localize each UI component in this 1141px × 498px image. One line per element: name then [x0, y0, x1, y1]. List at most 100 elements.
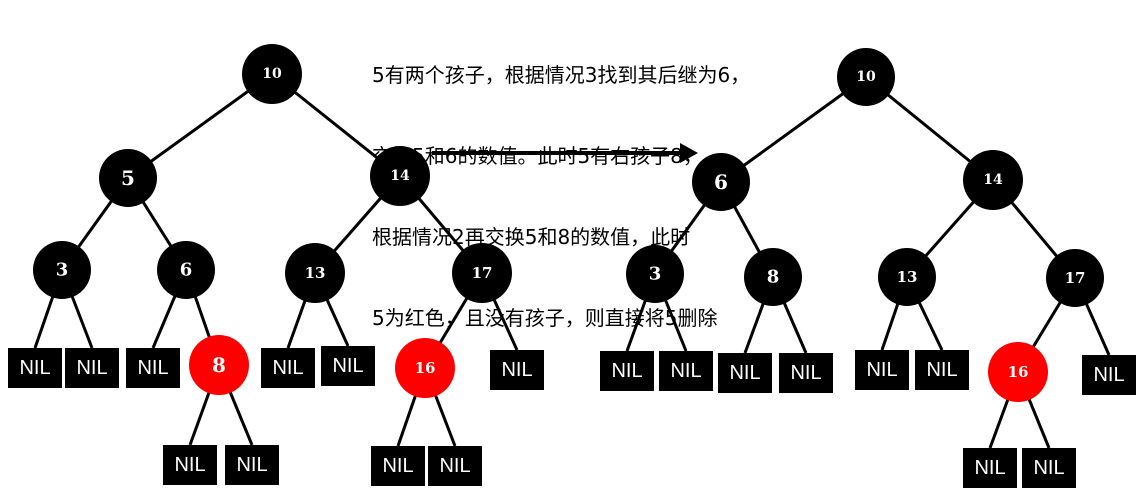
nil-label: NIL [670, 360, 701, 382]
black-node-14: 14 [370, 146, 430, 206]
nil-leaf: NIL [371, 446, 425, 486]
nil-leaf: NIL [915, 350, 969, 390]
node-label: 10 [856, 69, 876, 85]
nil-box [1082, 355, 1136, 395]
nil-leaf: NIL [428, 446, 482, 486]
nil-box [321, 346, 375, 386]
transition-arrow-head [680, 143, 698, 163]
node-circle [1046, 249, 1104, 307]
tree-edge [720, 75, 867, 184]
nil-label: NIL [272, 357, 303, 379]
nil-leaf: NIL [963, 448, 1017, 488]
black-node-3: 3 [33, 241, 91, 299]
nil-label: NIL [137, 357, 168, 379]
nil-label: NIL [332, 355, 363, 377]
nil-box [126, 348, 180, 388]
nil-label: NIL [236, 454, 267, 476]
node-label: 13 [305, 264, 326, 282]
nil-label: NIL [974, 457, 1005, 479]
black-node-6: 6 [692, 153, 750, 211]
nil-box [8, 348, 62, 388]
nil-label: NIL [790, 362, 821, 384]
nil-box [225, 445, 279, 485]
node-circle [395, 338, 455, 398]
nil-box [779, 353, 833, 393]
node-circle [988, 342, 1048, 402]
node-label: 5 [121, 166, 135, 190]
black-node-17: 17 [1046, 249, 1104, 307]
node-label: 3 [56, 260, 69, 281]
node-label: 3 [649, 264, 662, 285]
node-label: 6 [714, 170, 728, 194]
nil-label: NIL [174, 454, 205, 476]
red-node-16: 16 [395, 338, 455, 398]
nil-box [855, 350, 909, 390]
node-label: 17 [1065, 269, 1086, 287]
nil-label: NIL [439, 455, 470, 477]
nil-label: NIL [866, 359, 897, 381]
nil-box [261, 348, 315, 388]
red-node-16: 16 [988, 342, 1048, 402]
nil-box [371, 446, 425, 486]
node-label: 13 [897, 268, 918, 286]
black-node-17: 17 [452, 243, 512, 303]
nil-leaf: NIL [8, 348, 62, 388]
nil-leaf: NIL [718, 353, 772, 393]
nil-label: NIL [729, 362, 760, 384]
black-node-13: 13 [878, 248, 936, 306]
red-node-8: 8 [189, 335, 249, 395]
nil-leaf: NIL [659, 351, 713, 391]
nil-box [163, 445, 217, 485]
black-node-5: 5 [99, 149, 157, 207]
nil-leaf: NIL [855, 350, 909, 390]
caption-line: 交换5和6的数值。此时5有右孩子8， [372, 144, 703, 168]
nil-leaf: NIL [163, 445, 217, 485]
nil-leaf: NIL [225, 445, 279, 485]
node-circle [33, 241, 91, 299]
explanation-caption: 5有两个孩子，根据情况3找到其后继为6， 交换5和6的数值。此时5有右孩子8， … [372, 8, 842, 359]
nil-label: NIL [19, 357, 50, 379]
nil-box [718, 353, 772, 393]
nil-box [963, 448, 1017, 488]
nil-box [600, 351, 654, 391]
black-node-10: 10 [837, 48, 895, 106]
black-node-8: 8 [744, 248, 802, 306]
node-label: 14 [983, 172, 1003, 188]
node-circle [692, 153, 750, 211]
black-node-6: 6 [157, 241, 215, 299]
nil-leaf: NIL [1022, 448, 1076, 488]
node-label: 8 [767, 267, 780, 288]
nil-box [1022, 448, 1076, 488]
caption-line: 根据情况2再交换5和8的数值，此时 [372, 225, 691, 249]
nil-leaf: NIL [65, 348, 119, 388]
node-circle [285, 243, 345, 303]
node-circle [99, 149, 157, 207]
nil-label: NIL [382, 455, 413, 477]
nil-label: NIL [1033, 457, 1064, 479]
black-node-3: 3 [626, 245, 684, 303]
node-circle [242, 44, 302, 104]
node-circle [744, 248, 802, 306]
nil-leaf: NIL [261, 348, 315, 388]
nil-leaf: NIL [779, 353, 833, 393]
node-circle [963, 150, 1023, 210]
node-label: 14 [390, 168, 410, 184]
node-label: 10 [262, 66, 282, 82]
nil-box [428, 446, 482, 486]
nil-label: NIL [501, 359, 532, 381]
node-label: 6 [180, 260, 193, 281]
nil-label: NIL [611, 360, 642, 382]
nil-leaf: NIL [1082, 355, 1136, 395]
node-circle [626, 245, 684, 303]
node-label: 8 [212, 353, 226, 377]
caption-line: 5为红色，且没有孩子，则直接将5删除 [372, 306, 718, 330]
nil-box [915, 350, 969, 390]
nil-label: NIL [76, 357, 107, 379]
nil-leaf: NIL [321, 346, 375, 386]
nil-box [659, 351, 713, 391]
nil-box [65, 348, 119, 388]
black-node-13: 13 [285, 243, 345, 303]
node-circle [837, 48, 895, 106]
caption-line: 5有两个孩子，根据情况3找到其后继为6， [372, 63, 751, 87]
nil-leaf: NIL [600, 351, 654, 391]
